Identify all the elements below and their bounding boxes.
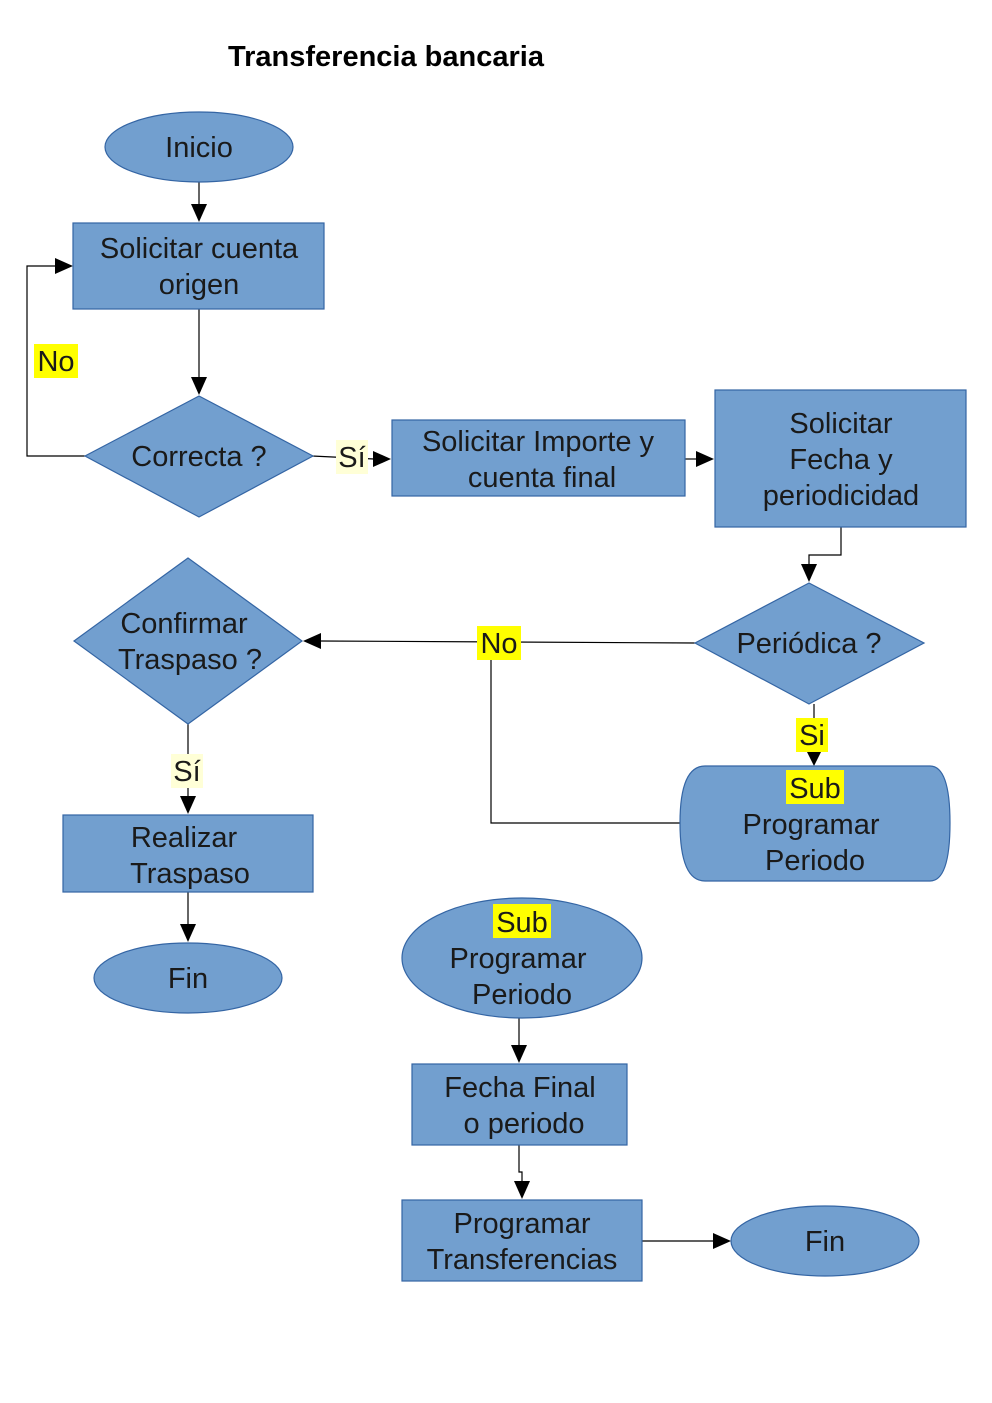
arrowhead-icon — [806, 750, 822, 766]
node-solicitar-fecha-line-2: Fecha y — [789, 444, 893, 476]
node-periodica: Periódica ? — [693, 582, 926, 705]
node-programar-transferencias: Programar Transferencias — [401, 1199, 643, 1282]
sub-highlight — [493, 904, 551, 938]
node-solicitar-importe-line-1: Solicitar Importe y — [422, 426, 655, 458]
node-fin-2-label: Fin — [805, 1226, 845, 1258]
node-solicitar-fecha-line-1: Solicitar — [789, 408, 892, 440]
node-sub-programar-tag: Sub — [789, 773, 841, 805]
node-solicitar-cuenta-line-2: origen — [159, 269, 240, 301]
node-confirmar: Confirmar Traspaso ? — [72, 557, 304, 725]
edge-fecha-periodica — [808, 527, 842, 565]
node-fin-2: Fin — [730, 1205, 920, 1277]
edge-label-no-loop: No — [34, 344, 78, 378]
node-programar-transferencias-line-2: Transferencias — [427, 1244, 618, 1276]
edge-label-si-periodica: Si — [796, 718, 828, 752]
node-realizar: Realizar Traspaso — [62, 814, 314, 893]
arrowhead-icon — [713, 1233, 731, 1249]
node-sub-programar: Sub Programar Periodo — [679, 765, 951, 882]
edge-label-no-periodica-text: No — [480, 628, 517, 660]
node-realizar-line-1: Realizar — [131, 822, 238, 854]
node-solicitar-cuenta-line-1: Solicitar cuenta — [100, 233, 299, 265]
node-sub-programar-line-1: Programar — [743, 809, 880, 841]
edge-loop-no — [26, 265, 85, 457]
node-periodica-label: Periódica ? — [736, 628, 881, 660]
sub-highlight — [786, 770, 844, 804]
node-fecha-final-line-2: o periodo — [464, 1108, 585, 1140]
edge-sub-return — [490, 643, 680, 824]
node-correcta: Correcta ? — [83, 395, 315, 518]
arrowhead-icon — [303, 633, 321, 649]
edge-label-si-confirmar-text: Sí — [173, 756, 200, 788]
node-confirmar-line-1: Confirmar — [120, 608, 248, 640]
edge-label-si-periodica-text: Si — [799, 720, 825, 752]
node-fin-1: Fin — [93, 942, 283, 1014]
arrowhead-icon — [511, 1045, 527, 1063]
edge-label-no-periodica: No — [477, 626, 521, 660]
arrowhead-icon — [373, 451, 391, 467]
arrowhead-icon — [801, 564, 817, 582]
node-solicitar-cuenta: Solicitar cuenta origen — [72, 222, 325, 310]
node-inicio-label: Inicio — [165, 132, 233, 164]
diagram-title: Transferencia bancaria — [228, 41, 545, 73]
node-fin-1-label: Fin — [168, 963, 208, 995]
node-sub-start-line-2: Periodo — [472, 979, 572, 1011]
arrowhead-icon — [191, 204, 207, 222]
edge-label-si-correcta-text: Sí — [338, 442, 365, 474]
node-sub-start-line-1: Programar — [450, 943, 587, 975]
node-realizar-line-2: Traspaso — [130, 858, 250, 890]
arrowhead-icon — [55, 258, 73, 274]
node-programar-transferencias-line-1: Programar — [454, 1208, 591, 1240]
node-sub-start-tag: Sub — [496, 907, 548, 939]
node-fecha-final-line-1: Fecha Final — [444, 1072, 596, 1104]
edge-label-si-correcta: Sí — [336, 440, 368, 474]
node-solicitar-importe-line-2: cuenta final — [468, 462, 616, 494]
arrowhead-icon — [514, 1181, 530, 1199]
edge-fecha-programar — [518, 1145, 523, 1182]
node-sub-start: Sub Programar Periodo — [401, 897, 643, 1019]
node-confirmar-line-2: Traspaso ? — [118, 644, 262, 676]
node-inicio: Inicio — [104, 111, 294, 183]
node-fecha-final: Fecha Final o periodo — [411, 1063, 628, 1146]
arrowhead-icon — [696, 451, 714, 467]
arrowhead-icon — [180, 924, 196, 942]
arrowhead-icon — [180, 796, 196, 814]
node-sub-programar-line-2: Periodo — [765, 845, 865, 877]
node-solicitar-fecha-line-3: periodicidad — [763, 480, 919, 512]
edge-label-si-confirmar: Sí — [171, 754, 203, 788]
arrowhead-icon — [191, 377, 207, 395]
node-solicitar-importe: Solicitar Importe y cuenta final — [391, 419, 686, 497]
node-correcta-label: Correcta ? — [131, 441, 266, 473]
edge-label-no-loop-text: No — [37, 346, 74, 378]
node-solicitar-fecha: Solicitar Fecha y periodicidad — [714, 389, 967, 528]
